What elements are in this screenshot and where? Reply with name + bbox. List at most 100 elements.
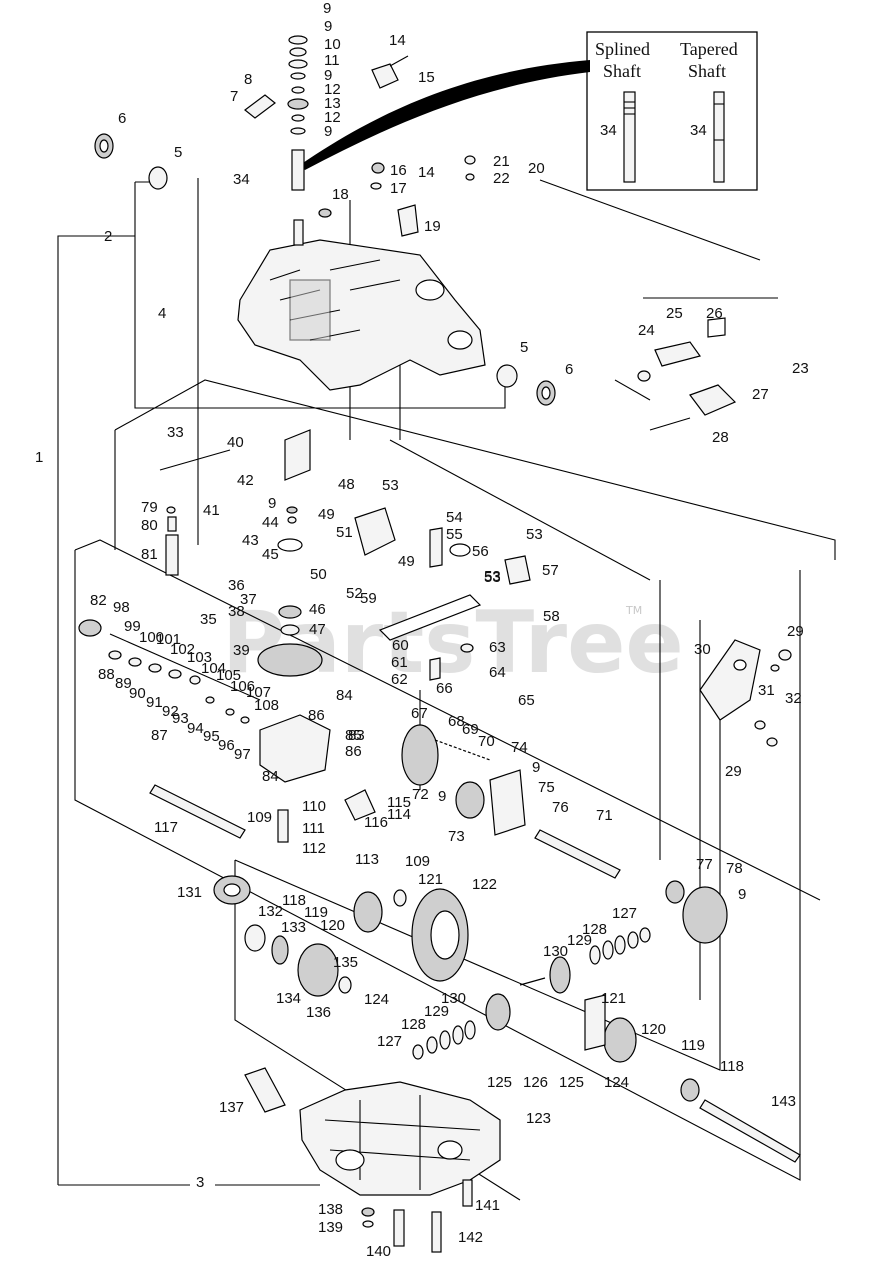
callout-label: 114 — [387, 806, 411, 823]
callout-label: 29 — [725, 763, 742, 780]
callout-label: 45 — [262, 546, 279, 563]
callout-label: 93 — [172, 710, 189, 727]
upper-housing — [237, 239, 486, 391]
callout-label: 108 — [254, 697, 279, 714]
callout-label: 52 — [346, 585, 363, 602]
callout-label: 6 — [118, 110, 126, 127]
tapered-shaft-image — [713, 91, 725, 183]
callout-label: 124 — [364, 991, 389, 1008]
callout-label: 85 — [345, 727, 362, 744]
callout-label: 130 — [543, 943, 568, 960]
splined-title-line1: Splined — [595, 39, 650, 59]
inset-callout-34-left: 34 — [600, 122, 617, 139]
callout-label: 121 — [418, 871, 443, 888]
callout-label: 16 — [390, 162, 407, 179]
callout-label: 53 — [382, 477, 399, 494]
callout-label: 130 — [441, 990, 466, 1007]
callout-label: 118 — [282, 892, 306, 909]
callout-label: 13 — [324, 95, 341, 112]
callout-label: 79 — [141, 499, 158, 516]
callout-label: 1 — [35, 449, 43, 466]
callout-label: 26 — [706, 305, 723, 322]
callout-label: 18 — [332, 186, 349, 203]
callout-label: 129 — [424, 1003, 449, 1020]
callout-label: 11 — [324, 52, 340, 69]
splined-shaft-image — [623, 91, 636, 183]
callout-label: 88 — [98, 666, 115, 683]
callout-label: 86 — [308, 707, 325, 724]
shafts — [149, 784, 801, 1163]
callout-label: 109 — [247, 809, 272, 826]
callout-label: 54 — [446, 509, 463, 526]
callout-label: 116 — [364, 814, 388, 831]
callout-label: 102 — [170, 641, 195, 658]
callout-label: 113 — [355, 851, 379, 868]
callout-label: 47 — [309, 621, 326, 638]
callout-label: 42 — [237, 472, 254, 489]
callout-label: 110 — [302, 798, 326, 815]
callout-label: 43 — [242, 532, 259, 549]
callout-label: 49 — [318, 506, 335, 523]
callout-label: 66 — [436, 680, 453, 697]
callout-label: 70 — [478, 733, 495, 750]
small-parts-upper — [244, 55, 476, 237]
callout-label: 61 — [391, 654, 408, 671]
callout-label: 50 — [310, 566, 327, 583]
callout-label: 9 — [324, 18, 332, 35]
callout-label: 84 — [262, 768, 279, 785]
callout-label: 24 — [638, 322, 655, 339]
lower-housing — [244, 1067, 501, 1253]
callout-label: 28 — [712, 429, 729, 446]
callout-label: 34 — [233, 171, 250, 188]
callout-label: 137 — [219, 1099, 244, 1116]
callout-label: 9 — [324, 67, 332, 84]
callout-label: 32 — [785, 690, 802, 707]
assembly-brackets — [57, 178, 836, 1201]
callout-label: 67 — [411, 705, 428, 722]
callout-label: 64 — [489, 664, 506, 681]
callout-label: 57 — [542, 562, 559, 579]
callout-label: 143 — [771, 1093, 796, 1110]
callout-label: 92 — [162, 703, 179, 720]
callout-label: 9 — [268, 495, 276, 512]
callout-label: 40 — [227, 434, 244, 451]
washer-stack — [287, 35, 309, 135]
callout-label: 89 — [115, 675, 132, 692]
callout-label: 60 — [392, 637, 409, 654]
callout-label: 128 — [582, 921, 607, 938]
callout-label: 12 — [324, 109, 341, 126]
callout-label: 139 — [318, 1219, 343, 1236]
callout-label: 27 — [752, 386, 769, 403]
callout-label: 95 — [203, 728, 220, 745]
callout-label: 141 — [475, 1197, 500, 1214]
callout-label: 62 — [391, 671, 408, 688]
center-block — [259, 714, 526, 843]
callout-label: 129 — [567, 932, 592, 949]
callout-label: 115 — [387, 794, 411, 811]
callout-label: 21 — [493, 153, 510, 170]
callout-label: 9 — [532, 759, 540, 776]
callout-label: 44 — [262, 514, 279, 531]
callout-label: 10 — [324, 36, 341, 53]
callout-label: 74 — [511, 739, 528, 756]
callout-label: 142 — [458, 1229, 483, 1246]
callout-label: 75 — [538, 779, 555, 796]
shaft-options-inset: Splined Shaft Tapered Shaft 34 34 — [586, 31, 758, 191]
callout-label: 101 — [156, 631, 181, 648]
callout-label: 59 — [360, 590, 377, 607]
callout-label: 127 — [377, 1033, 402, 1050]
callout-label: 5 — [174, 144, 182, 161]
tapered-title-line1: Tapered — [680, 39, 738, 59]
callout-label: 30 — [694, 641, 711, 658]
callout-label: 17 — [390, 180, 407, 197]
callout-label: 128 — [401, 1016, 426, 1033]
callout-label: 78 — [726, 860, 743, 877]
callout-label: 80 — [141, 517, 158, 534]
callout-label: 53 — [526, 526, 543, 543]
inset-pointer-wedge — [300, 60, 590, 170]
inset-callout-34-right: 34 — [690, 122, 707, 139]
callout-label: 125 — [487, 1074, 512, 1091]
callout-label: 7 — [230, 88, 238, 105]
callout-label: 36 — [228, 577, 245, 594]
splined-title-line2: Shaft — [603, 61, 641, 81]
